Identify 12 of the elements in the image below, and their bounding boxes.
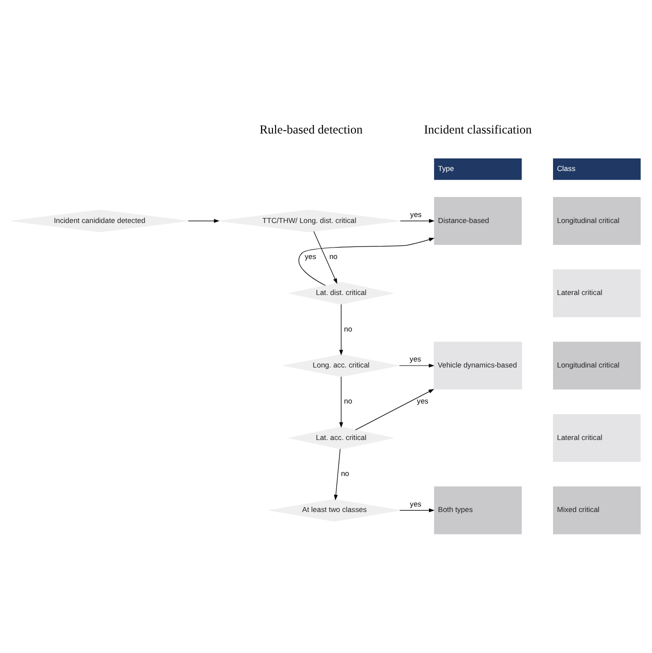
arrow: [400, 218, 435, 222]
arrow: [334, 448, 340, 500]
arrow: [339, 376, 344, 428]
arrow: [298, 237, 434, 286]
label: Incident classification: [424, 122, 532, 136]
label: Rule-based detection: [260, 122, 363, 136]
arrow: [339, 304, 344, 355]
arrow: [399, 508, 434, 512]
arrow: [188, 218, 220, 222]
arrow: [313, 230, 338, 284]
arrow: [355, 388, 434, 430]
arrow: [399, 363, 434, 368]
